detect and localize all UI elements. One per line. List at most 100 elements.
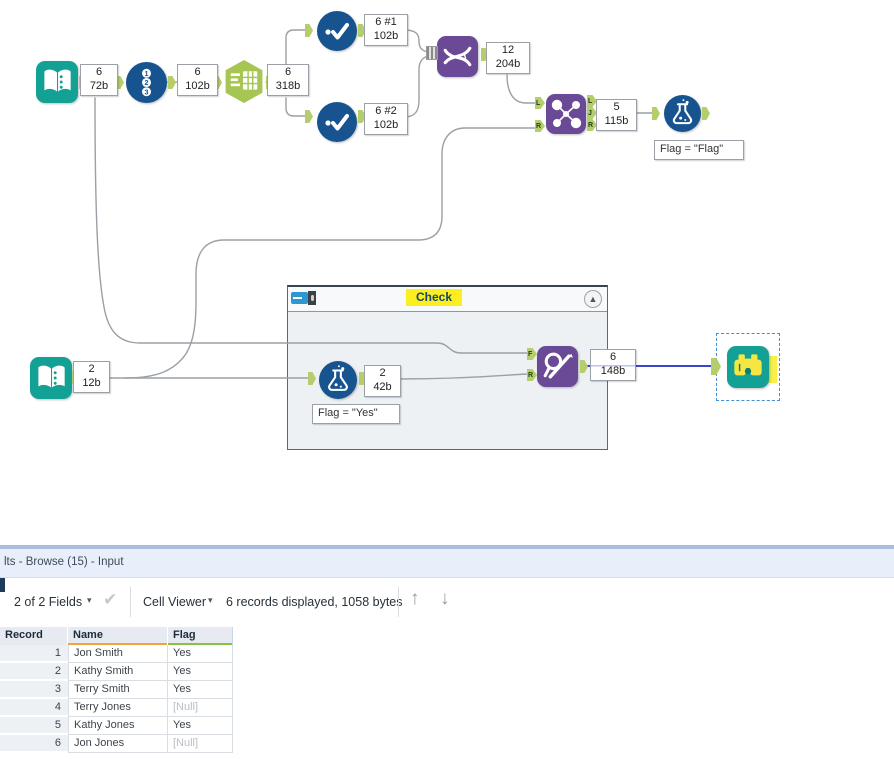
- annotation-record-count[interactable]: 6 72b: [80, 64, 118, 96]
- name-cell[interactable]: Kathy Smith: [68, 663, 168, 681]
- join-multiple-tool[interactable]: [437, 36, 478, 77]
- output-anchor[interactable]: [580, 360, 588, 373]
- toggle-knob-icon: [308, 291, 316, 305]
- input-data-tool-2[interactable]: [30, 357, 72, 399]
- results-toolbar: 2 of 2 Fields ▾ ✔ Cell Viewer ▾ 6 record…: [0, 578, 894, 627]
- name-cell[interactable]: Jon Jones: [68, 735, 168, 753]
- input-data-tool-1[interactable]: [36, 61, 78, 103]
- table-row[interactable]: 3 Terry Smith Yes: [0, 681, 233, 699]
- svg-text:3: 3: [145, 88, 149, 96]
- panel-splitter[interactable]: [0, 545, 894, 549]
- column-header-label: Flag: [173, 629, 196, 641]
- table-row[interactable]: 4 Terry Jones [Null]: [0, 699, 233, 717]
- annotation-record-count[interactable]: 12 204b: [486, 42, 530, 74]
- container-toggle[interactable]: [291, 291, 317, 305]
- findreplace-replace-input-anchor[interactable]: R: [527, 369, 537, 381]
- container-title: Check: [406, 289, 462, 306]
- name-cell[interactable]: Kathy Jones: [68, 717, 168, 735]
- annotation-record-count[interactable]: 5 115b: [596, 99, 637, 131]
- wire-input2-join: [124, 127, 536, 379]
- select-tool-2[interactable]: [317, 102, 357, 142]
- multi-input-anchor[interactable]: [426, 46, 438, 60]
- annotation-filter-expression[interactable]: Flag = "Flag": [654, 140, 744, 160]
- join-right-input-anchor[interactable]: R: [535, 120, 545, 132]
- workflow-canvas[interactable]: Check ▲: [0, 0, 894, 545]
- input-anchor[interactable]: [305, 110, 313, 123]
- record-cell: 4: [0, 699, 68, 717]
- wire-select2-joinmultiple: [403, 55, 432, 118]
- output-anchor[interactable]: [481, 48, 489, 61]
- chevron-down-icon[interactable]: ▾: [87, 595, 92, 605]
- table-row[interactable]: 5 Kathy Jones Yes: [0, 717, 233, 735]
- input-anchor[interactable]: [305, 24, 313, 37]
- flag-cell[interactable]: Yes: [168, 681, 233, 699]
- join-right-output-anchor[interactable]: R: [587, 119, 597, 131]
- column-header-record[interactable]: Record: [0, 627, 68, 645]
- fields-dropdown[interactable]: 2 of 2 Fields: [14, 595, 83, 609]
- results-title: lts - Browse (15) - Input: [4, 556, 124, 568]
- find-replace-icon: [543, 352, 573, 379]
- output-anchor[interactable]: [168, 76, 176, 89]
- record-id-tool[interactable]: 1 2 3: [126, 62, 167, 103]
- annotation-record-count[interactable]: 2 42b: [364, 365, 401, 397]
- annotation-filter-expression[interactable]: Flag = "Yes": [312, 404, 400, 424]
- input-anchor[interactable]: [308, 372, 316, 385]
- join-icon: [551, 99, 582, 129]
- flag-cell[interactable]: [Null]: [168, 699, 233, 717]
- output-anchor[interactable]: [359, 372, 367, 385]
- filter-flask-icon: [328, 365, 348, 391]
- browse-tool[interactable]: [727, 346, 769, 388]
- scroll-up-icon[interactable]: ↑: [410, 588, 420, 609]
- input-anchor[interactable]: [116, 76, 124, 89]
- input-anchor[interactable]: [652, 107, 660, 120]
- name-cell[interactable]: Terry Jones: [68, 699, 168, 717]
- browse-binoculars-icon: [734, 354, 762, 376]
- select-icon: [325, 114, 349, 131]
- output-anchor[interactable]: [358, 110, 366, 123]
- toggle-switch-icon: [291, 292, 308, 304]
- browse-input-anchor[interactable]: [711, 358, 721, 375]
- toolbar-separator: [398, 587, 399, 617]
- table-row[interactable]: 1 Jon Smith Yes: [0, 645, 233, 663]
- cell-viewer-dropdown[interactable]: Cell Viewer: [143, 595, 206, 609]
- chevron-down-icon[interactable]: ▾: [208, 595, 213, 605]
- annotation-record-count[interactable]: 6 102b: [177, 64, 218, 96]
- name-cell[interactable]: Terry Smith: [68, 681, 168, 699]
- text-to-columns-tool[interactable]: [223, 59, 265, 104]
- filter-flask-icon: [672, 99, 693, 125]
- annotation-record-count[interactable]: 6 #1 102b: [364, 14, 408, 46]
- input-anchor[interactable]: [214, 76, 222, 89]
- collapse-button[interactable]: ▲: [584, 290, 602, 308]
- filter-tool-2[interactable]: [319, 361, 357, 399]
- scroll-down-icon[interactable]: ↓: [440, 588, 450, 609]
- flag-cell[interactable]: Yes: [168, 663, 233, 681]
- output-anchor[interactable]: [358, 24, 366, 37]
- annotation-record-count[interactable]: 2 12b: [73, 361, 110, 393]
- table-row[interactable]: 6 Jon Jones [Null]: [0, 735, 233, 753]
- select-tool-1[interactable]: [317, 11, 357, 51]
- column-header-flag[interactable]: Flag: [168, 627, 233, 645]
- annotation-record-count[interactable]: 6 148b: [590, 349, 636, 381]
- join-tool[interactable]: [546, 94, 586, 134]
- output-anchor[interactable]: [702, 107, 710, 120]
- flag-cell[interactable]: Yes: [168, 645, 233, 663]
- input-data-icon: [38, 365, 65, 388]
- name-cell[interactable]: Jon Smith: [68, 645, 168, 663]
- flag-cell[interactable]: [Null]: [168, 735, 233, 753]
- wire-joinmultiple-join: [506, 74, 536, 104]
- filter-tool-1[interactable]: [664, 95, 701, 132]
- join-left-input-anchor[interactable]: L: [535, 97, 545, 109]
- input-data-icon: [44, 69, 71, 92]
- column-header-name[interactable]: Name: [68, 627, 168, 645]
- annotation-record-count[interactable]: 6 #2 102b: [364, 103, 408, 135]
- apply-checkmark-icon[interactable]: ✔: [103, 590, 118, 609]
- join-join-output-anchor[interactable]: J: [587, 107, 597, 119]
- container-header: Check ▲: [288, 287, 607, 312]
- join-left-output-anchor[interactable]: L: [587, 95, 597, 107]
- join-multiple-icon: [443, 46, 472, 67]
- findreplace-find-input-anchor[interactable]: F: [527, 348, 537, 360]
- find-replace-tool[interactable]: [537, 346, 578, 387]
- annotation-record-count[interactable]: 6 318b: [267, 64, 309, 96]
- table-row[interactable]: 2 Kathy Smith Yes: [0, 663, 233, 681]
- flag-cell[interactable]: Yes: [168, 717, 233, 735]
